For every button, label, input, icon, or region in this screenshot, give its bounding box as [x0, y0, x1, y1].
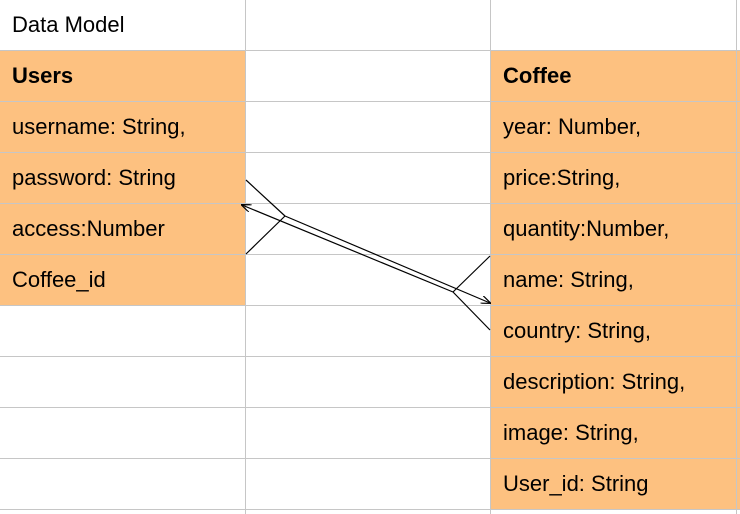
- coffee-entity-header: Coffee: [503, 63, 572, 88]
- coffee-field-user-id: User_id: String: [503, 471, 649, 496]
- coffee-field-description: description: String,: [503, 369, 686, 394]
- users-field-coffee-id: Coffee_id: [12, 267, 106, 292]
- coffee-field-quantity: quantity:Number,: [503, 216, 670, 241]
- arrow-to-coffee-name: [284, 215, 490, 303]
- users-field-username: username: String,: [12, 114, 186, 139]
- users-entity-header: Users: [12, 63, 74, 88]
- coffee-field-name: name: String,: [503, 267, 634, 292]
- coffee-crows-foot: [452, 255, 491, 331]
- coffee-field-image: image: String,: [503, 420, 639, 445]
- coffee-entity-background: [491, 51, 740, 509]
- users-field-access: access:Number: [12, 216, 165, 241]
- coffee-field-year: year: Number,: [503, 114, 642, 139]
- users-crows-foot: [245, 179, 286, 255]
- page-title: Data Model: [12, 12, 125, 37]
- users-entity-background: [0, 51, 245, 305]
- coffee-field-country: country: String,: [503, 318, 651, 343]
- coffee-field-price: price:String,: [503, 165, 621, 190]
- arrow-to-users-access: [242, 205, 454, 293]
- users-field-password: password: String: [12, 165, 176, 190]
